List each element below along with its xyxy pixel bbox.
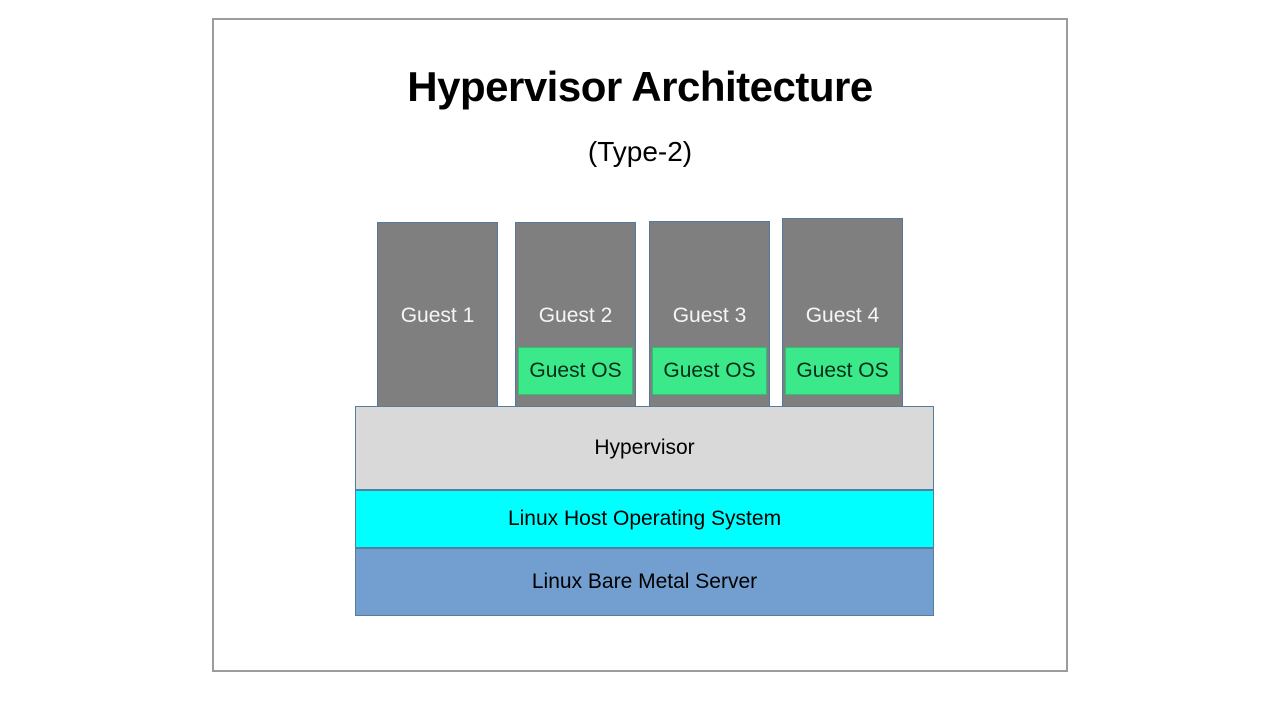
guest-os-box-2: Guest OS [518, 347, 633, 395]
bare-metal-label: Linux Bare Metal Server [531, 570, 758, 593]
guest-os-box-4: Guest OS [785, 347, 900, 395]
guest-box-4: Guest 4 Guest OS [782, 218, 903, 410]
host-os-layer: Linux Host Operating System [355, 490, 934, 548]
host-os-label: Linux Host Operating System [507, 507, 782, 530]
hypervisor-label: Hypervisor [594, 436, 695, 459]
guest-label-2: Guest 2 [538, 304, 613, 327]
guest-box-2: Guest 2 Guest OS [515, 222, 636, 410]
guest-os-label-2: Guest OS [529, 359, 622, 382]
guest-box-1: Guest 1 [377, 222, 498, 410]
diagram-title: Hypervisor Architecture [407, 63, 873, 110]
guest-label-3: Guest 3 [672, 304, 747, 327]
diagram-frame: Hypervisor Architecture (Type-2) Guest 1… [212, 18, 1068, 672]
bare-metal-layer: Linux Bare Metal Server [355, 548, 934, 616]
guest-box-3: Guest 3 Guest OS [649, 221, 770, 410]
guest-os-box-3: Guest OS [652, 347, 767, 395]
guest-os-label-4: Guest OS [796, 359, 889, 382]
guest-label-1: Guest 1 [400, 304, 475, 327]
guest-label-4: Guest 4 [805, 304, 880, 327]
hypervisor-layer: Hypervisor [355, 406, 934, 490]
diagram-subtitle: (Type-2) [587, 136, 693, 167]
guest-os-label-3: Guest OS [663, 359, 756, 382]
